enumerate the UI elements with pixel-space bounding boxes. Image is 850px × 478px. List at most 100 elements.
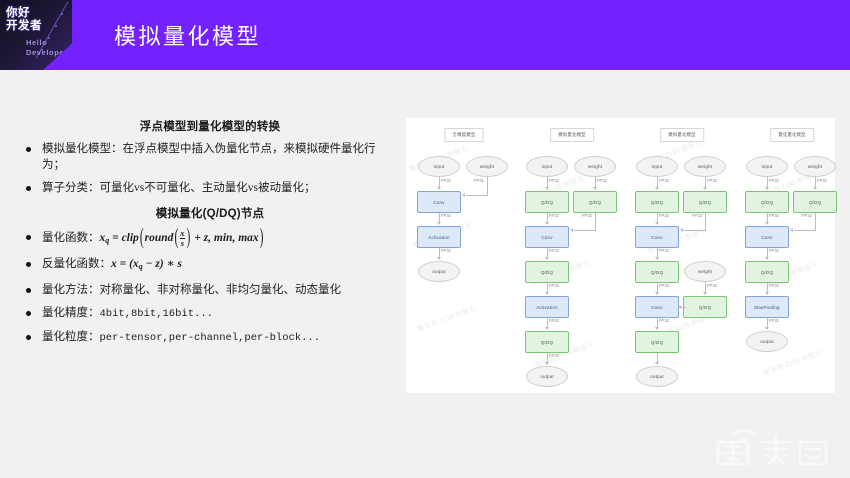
node-weight[interactable]: weight xyxy=(794,156,836,177)
column-title: 模拟量化模型 xyxy=(550,128,594,142)
node-weight[interactable]: weight xyxy=(466,156,508,177)
node-qdq[interactable]: Q/DQ xyxy=(525,331,569,353)
node-qdq[interactable]: Q/DQ xyxy=(793,191,837,213)
node-qdq[interactable]: Q/DQ xyxy=(635,331,679,353)
node-output[interactable]: output xyxy=(418,261,460,282)
arrow-qdq2-conv2 xyxy=(678,304,681,309)
edge-label-fp32: FP32 xyxy=(769,178,780,183)
node-output[interactable]: output xyxy=(526,366,568,387)
edge-wqdq-to-conv xyxy=(684,230,706,231)
arrow-conv2-qdq xyxy=(654,327,659,330)
node-conv[interactable]: Conv xyxy=(417,191,461,213)
edge-label-fp32: FP32 xyxy=(474,178,485,183)
node-qdq[interactable]: Q/DQ xyxy=(525,261,569,283)
node-activation[interactable]: Activation xyxy=(417,226,461,248)
edge-label-fp32: FP32 xyxy=(659,248,670,253)
slide-header: 你好 开发者 Hello Developer 模拟量化模型 xyxy=(0,0,850,70)
node-qdq[interactable]: Q/DQ xyxy=(683,191,727,213)
arrow-input-qdq xyxy=(764,187,769,190)
arrow-weight-qdq xyxy=(812,187,817,190)
arrow-conv-qdq xyxy=(764,257,769,260)
edge-label-fp32: FP32 xyxy=(549,353,560,358)
edge-activation-qdq xyxy=(547,318,548,327)
arrow-weight-conv xyxy=(462,192,465,197)
edge-label-fp32: FP32 xyxy=(549,318,560,323)
edge-label-fp32: FP32 xyxy=(549,248,560,253)
dequant-formula: x = (xq − z) ∗ s xyxy=(111,258,182,272)
bullet-list-conversion: 模拟量化模型：在浮点模型中插入伪量化节点，来模拟硬件量化行为； 算子分类：可量化… xyxy=(24,141,396,196)
node-input[interactable]: input xyxy=(418,156,460,177)
edge-label-fp32: FP32 xyxy=(659,178,670,183)
node-weight-2[interactable]: weight xyxy=(684,261,726,282)
edge-label-fp32: FP32 xyxy=(441,178,452,183)
node-qdq-2[interactable]: Q/DQ xyxy=(683,296,727,318)
node-conv[interactable]: Conv xyxy=(525,226,569,248)
arrow-qdq-maxpooling xyxy=(764,292,769,295)
arrow-qdq-output xyxy=(654,362,659,365)
arrow-input-conv xyxy=(436,187,441,190)
edge-wqdq-down xyxy=(815,213,816,230)
arrow-activation-output xyxy=(436,257,441,260)
edge-input-qdq xyxy=(657,177,658,188)
arrow-conv-qdq xyxy=(654,257,659,260)
edge-weight-qdq xyxy=(815,177,816,188)
edge-weight-qdq xyxy=(595,177,596,188)
node-output[interactable]: output xyxy=(636,366,678,387)
node-weight[interactable]: weight xyxy=(574,156,616,177)
edge-input-conv xyxy=(439,177,440,188)
edge-label-fp32: FP32 xyxy=(769,283,780,288)
column-title: 全精度模型 xyxy=(444,128,484,142)
bullet-dequant-function: 反量化函数：x = (xq − z) ∗ s xyxy=(24,256,396,275)
edge-label-fp32: FP32 xyxy=(549,283,560,288)
edge-label-fp32: FP32 xyxy=(769,318,780,323)
node-maxpooling[interactable]: MaxPooling xyxy=(745,296,789,318)
edge-label-fp32: FP32 xyxy=(441,213,452,218)
quant-granularity-value: per-tensor,per-channel,per-block... xyxy=(99,332,321,345)
node-qdq[interactable]: Q/DQ xyxy=(525,191,569,213)
node-qdq[interactable]: Q/DQ xyxy=(635,261,679,283)
bullet-quant-granularity: 量化粒度：per-tensor,per-channel,per-block... xyxy=(24,329,396,346)
node-qdq[interactable]: Q/DQ xyxy=(573,191,617,213)
section-heading-qdq-node: 模拟量化(Q/DQ)节点 xyxy=(155,208,265,220)
node-input[interactable]: input xyxy=(526,156,568,177)
node-qdq[interactable]: Q/DQ xyxy=(745,261,789,283)
arrow-qdq-conv xyxy=(654,222,659,225)
node-conv[interactable]: Conv xyxy=(745,226,789,248)
node-qdq[interactable]: Q/DQ xyxy=(745,191,789,213)
edge-wqdq-to-conv xyxy=(794,230,816,231)
logo-chinese-line1: 你好 xyxy=(6,7,30,19)
node-conv[interactable]: Conv xyxy=(635,226,679,248)
quant-precision-label: 量化精度： xyxy=(42,307,100,320)
column-title: 模拟量化模型 xyxy=(660,128,704,142)
edge-label-fp32: FP32 xyxy=(659,283,670,288)
arrow-weight-qdq xyxy=(592,187,597,190)
edge-wqdq-down xyxy=(595,213,596,230)
edge-qdq-output xyxy=(547,353,548,362)
node-activation[interactable]: Activation xyxy=(525,296,569,318)
diagram-column-simulated-quant: 模拟量化模型 input weight Q/DQ Q/DQ Conv Q/DQ … xyxy=(518,118,626,393)
node-weight[interactable]: weight xyxy=(684,156,726,177)
hello-developer-logo: 你好 开发者 Hello Developer xyxy=(0,0,72,70)
edge-wqdq-down xyxy=(705,213,706,230)
bullet-operator-classification: 算子分类：可量化vs不可量化、主动量化vs被动量化； xyxy=(24,180,396,196)
edge-qdq-output xyxy=(657,353,658,362)
node-input[interactable]: input xyxy=(636,156,678,177)
arrow-weight2-qdq2 xyxy=(702,292,707,295)
arrow-weight-qdq xyxy=(702,187,707,190)
edge-qdq-conv xyxy=(767,213,768,222)
quant-function-label: 量化函数： xyxy=(42,232,100,245)
logo-chinese-line2: 开发者 xyxy=(6,20,42,32)
node-output[interactable]: output xyxy=(746,331,788,352)
arrow-conv-qdq xyxy=(544,257,549,260)
edge-label-fp32: FP32 xyxy=(769,213,780,218)
node-input[interactable]: input xyxy=(746,156,788,177)
logo-english-line2: Developer xyxy=(26,47,68,57)
edge-weight-to-conv xyxy=(466,195,488,196)
quant-precision-value: 4bit,8bit,16bit... xyxy=(99,308,213,321)
node-conv-2[interactable]: Conv xyxy=(635,296,679,318)
bullet-simulated-quant-model: 模拟量化模型：在浮点模型中插入伪量化节点，来模拟硬件量化行为； xyxy=(24,141,396,173)
node-qdq[interactable]: Q/DQ xyxy=(635,191,679,213)
